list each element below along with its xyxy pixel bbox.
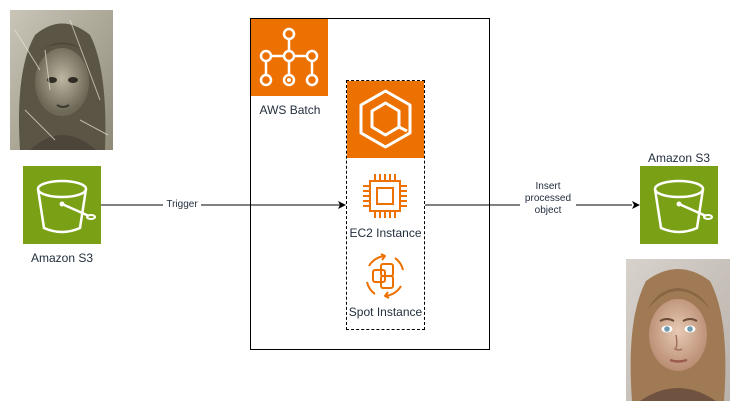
insert-edge-line-1: Insert bbox=[535, 181, 561, 192]
input-photo bbox=[10, 10, 113, 150]
ec2-instance-label: EC2 Instance bbox=[349, 226, 422, 240]
spot-instance-icon bbox=[361, 252, 409, 300]
source-s3-icon bbox=[23, 166, 101, 244]
insert-edge-label: Insert processed object bbox=[520, 181, 576, 217]
ec2-chip-icon bbox=[361, 172, 409, 220]
spot-instance-label: Spot Instance bbox=[348, 305, 423, 319]
insert-edge-line-3: object bbox=[534, 205, 562, 216]
ecs-cube-icon bbox=[347, 81, 424, 158]
output-photo bbox=[626, 259, 730, 401]
compute-environment bbox=[346, 80, 425, 330]
aws-batch-label: AWS Batch bbox=[259, 103, 321, 117]
trigger-edge-label: Trigger bbox=[163, 199, 201, 211]
source-s3-label: Amazon S3 bbox=[30, 251, 94, 265]
aws-batch-icon bbox=[251, 19, 328, 96]
target-s3-label: Amazon S3 bbox=[647, 151, 711, 165]
target-s3-icon bbox=[640, 166, 718, 244]
aws-batch-container bbox=[250, 18, 490, 350]
insert-edge-line-2: processed bbox=[524, 193, 572, 204]
trigger-arrow bbox=[101, 201, 346, 209]
